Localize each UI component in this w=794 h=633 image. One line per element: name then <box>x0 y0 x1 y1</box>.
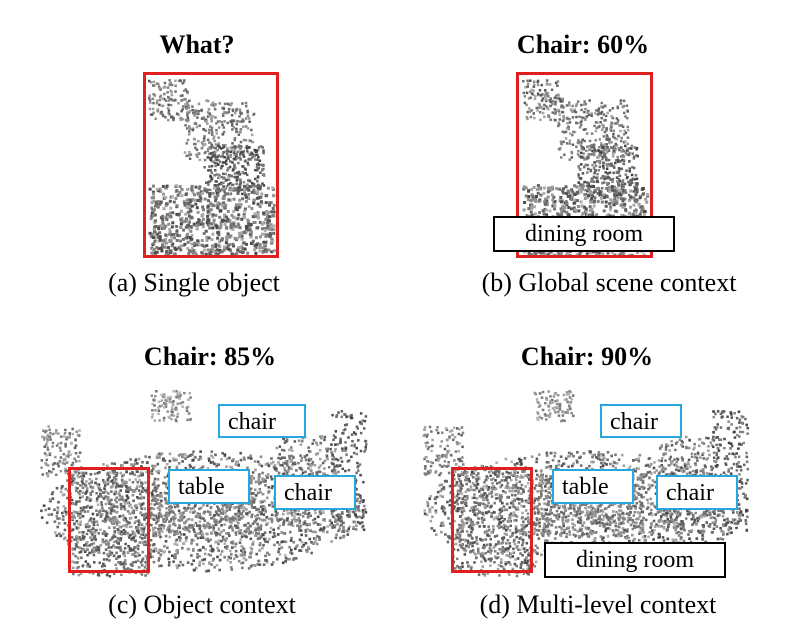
panel-a-title: What? <box>159 30 235 59</box>
panel-c-caption: (c) Object context <box>108 590 296 619</box>
panel-d-highlight-box <box>451 467 533 573</box>
panel-c-label-table: table <box>168 469 250 504</box>
panel-d-caption: (d) Multi-level context <box>479 590 717 619</box>
panel-c-highlight-box <box>68 467 150 573</box>
panel-a-highlight-box <box>143 72 279 258</box>
panel-b-title: Chair: 60% <box>516 30 650 59</box>
panel-c-title: Chair: 85% <box>143 342 277 371</box>
panel-d-scene-label: dining room <box>544 542 726 578</box>
panel-d-label-chair-top: chair <box>600 404 682 438</box>
panel-d-label-table: table <box>552 469 634 504</box>
panel-d-title: Chair: 90% <box>520 342 654 371</box>
panel-b-highlight-box <box>516 72 653 258</box>
panel-c-label-chair-right: chair <box>274 475 356 510</box>
panel-b-caption: (b) Global scene context <box>481 268 737 297</box>
panel-b-scene-label: dining room <box>493 216 675 252</box>
panel-d-label-chair-right: chair <box>656 475 738 510</box>
panel-a-caption: (a) Single object <box>108 268 280 297</box>
panel-a-point-cloud <box>143 74 278 257</box>
panel-c-label-chair-top: chair <box>218 404 306 438</box>
